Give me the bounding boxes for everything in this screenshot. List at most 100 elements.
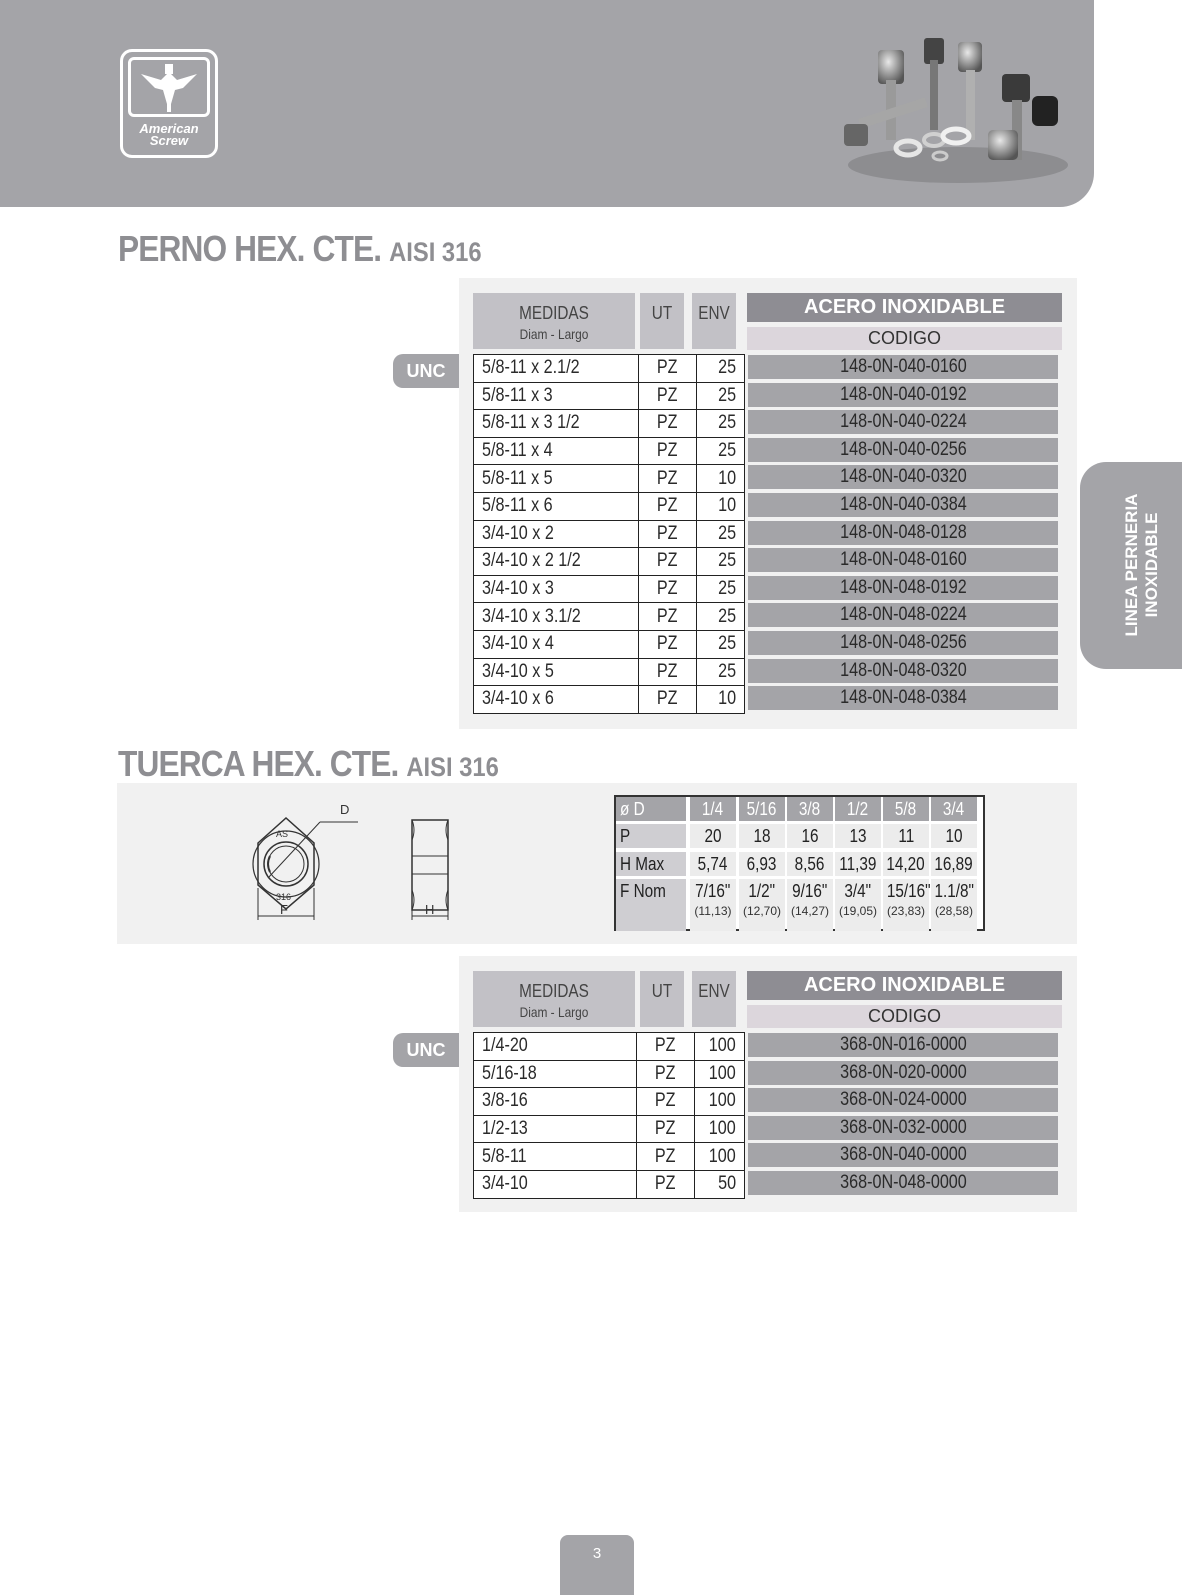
medida-cell: 3/4-10 x 6 <box>473 685 639 714</box>
hex-outline <box>257 816 315 910</box>
title-main: PERNO HEX. CTE. <box>118 228 382 269</box>
dim-value: 7/16" <box>690 879 736 931</box>
ut-cell: PZ <box>637 409 698 438</box>
header-ut: UT <box>640 293 684 349</box>
codigo-cell: 368-0N-040-0000 <box>748 1143 1058 1168</box>
ut-cell: PZ <box>637 685 698 714</box>
codigo-cell: 148-0N-040-0224 <box>748 410 1058 435</box>
ut-cell: PZ <box>637 519 698 549</box>
env-cell: 100 <box>693 1087 746 1116</box>
dim-value: 6,93 <box>739 852 785 876</box>
env-cell: 25 <box>696 574 745 604</box>
nut-drawing: D AS 316 F H <box>252 802 449 920</box>
medida-cell: 5/8-11 x 5 <box>473 464 639 493</box>
header-env: ENV <box>692 293 736 349</box>
dim-mm-value: (19,05) <box>838 904 878 918</box>
ut-cell: PZ <box>637 354 698 383</box>
section-title-tuerca: TUERCA HEX. CTE. AISI 316 <box>118 743 499 785</box>
env-cell: 25 <box>696 602 745 631</box>
env-cell: 25 <box>696 436 745 466</box>
header-ut: UT <box>640 971 684 1027</box>
header-env: ENV <box>692 971 736 1027</box>
medida-cell: 3/4-10 <box>473 1169 637 1199</box>
header-acero-inoxidable: ACERO INOXIDABLE <box>747 971 1062 1000</box>
medida-cell: 5/8-11 <box>473 1142 637 1171</box>
dim-value: 3/4" <box>835 879 881 931</box>
title-sub: AISI 316 <box>389 237 482 267</box>
side-tab-label: LINEA PERNERIA INOXIDABLE <box>1122 493 1161 637</box>
ut-cell: PZ <box>635 1142 695 1171</box>
ut-cell: PZ <box>635 1169 695 1199</box>
env-cell: 100 <box>693 1032 746 1061</box>
env-cell: 10 <box>696 464 745 493</box>
env-cell: 100 <box>693 1114 746 1144</box>
medida-cell: 5/16-18 <box>473 1059 637 1089</box>
dim-mm-value: (14,27) <box>790 904 830 918</box>
header-codigo: CODIGO <box>747 1005 1062 1028</box>
ut-cell: PZ <box>637 602 698 631</box>
dim-label-f_nom: F Nom <box>616 879 686 931</box>
env-cell: 25 <box>696 519 745 549</box>
ut-cell: PZ <box>637 574 698 604</box>
medida-cell: 3/8-16 <box>473 1087 637 1116</box>
env-cell: 25 <box>696 381 745 411</box>
dim-label-h_max: H Max <box>616 852 686 876</box>
unc-badge: UNC <box>393 354 459 388</box>
medida-cell: 3/4-10 x 2 1/2 <box>473 547 639 576</box>
header-codigo: CODIGO <box>747 327 1062 350</box>
env-cell: 25 <box>696 409 745 438</box>
ut-cell: PZ <box>637 547 698 576</box>
eagle-icon <box>128 57 210 117</box>
codigo-cell: 148-0N-048-0320 <box>748 658 1058 683</box>
codigo-cell: 148-0N-048-0224 <box>748 603 1058 628</box>
ut-cell: PZ <box>635 1114 695 1144</box>
dim-value: 18 <box>739 824 785 848</box>
ut-cell: PZ <box>637 491 698 521</box>
ut-cell: PZ <box>637 436 698 466</box>
codigo-cell: 148-0N-048-0192 <box>748 575 1058 600</box>
dim-mm-value: (28,58) <box>934 904 974 918</box>
codigo-cell: 148-0N-040-0320 <box>748 465 1058 490</box>
header-medidas: MEDIDAS Diam - Largo <box>473 293 635 349</box>
ut-cell: PZ <box>635 1032 695 1061</box>
env-cell: 25 <box>696 629 745 659</box>
dim-value: 10 <box>931 824 977 848</box>
dim-value: 13 <box>835 824 881 848</box>
dim-value: 14,20 <box>883 852 929 876</box>
ut-cell: PZ <box>635 1059 695 1089</box>
medida-cell: 5/8-11 x 3 1/2 <box>473 409 639 438</box>
medida-cell: 3/4-10 x 2 <box>473 519 639 549</box>
codigo-cell: 148-0N-040-0160 <box>748 355 1058 379</box>
ut-cell: PZ <box>637 629 698 659</box>
medida-cell: 3/4-10 x 3 <box>473 574 639 604</box>
env-cell: 50 <box>693 1169 746 1199</box>
ut-cell: PZ <box>637 381 698 411</box>
title-sub: AISI 316 <box>406 752 499 782</box>
env-cell: 10 <box>696 491 745 521</box>
env-cell: 25 <box>696 547 745 576</box>
page-number: 3 <box>560 1535 634 1595</box>
logo-text: American Screw <box>139 121 199 148</box>
label-h: H <box>425 902 434 917</box>
codigo-cell: 148-0N-048-0384 <box>748 686 1058 711</box>
env-cell: 100 <box>693 1142 746 1171</box>
dim-size-header: 1/2 <box>835 797 881 821</box>
american-screw-logo: American Screw <box>120 49 218 158</box>
dim-mm-value: (11,13) <box>694 904 732 918</box>
dim-value: 11,39 <box>835 852 881 876</box>
codigo-cell: 148-0N-040-0384 <box>748 493 1058 517</box>
codigo-cell: 368-0N-016-0000 <box>748 1033 1058 1057</box>
dim-value: 16 <box>787 824 833 848</box>
medida-cell: 3/4-10 x 5 <box>473 657 639 687</box>
env-cell: 25 <box>696 657 745 687</box>
